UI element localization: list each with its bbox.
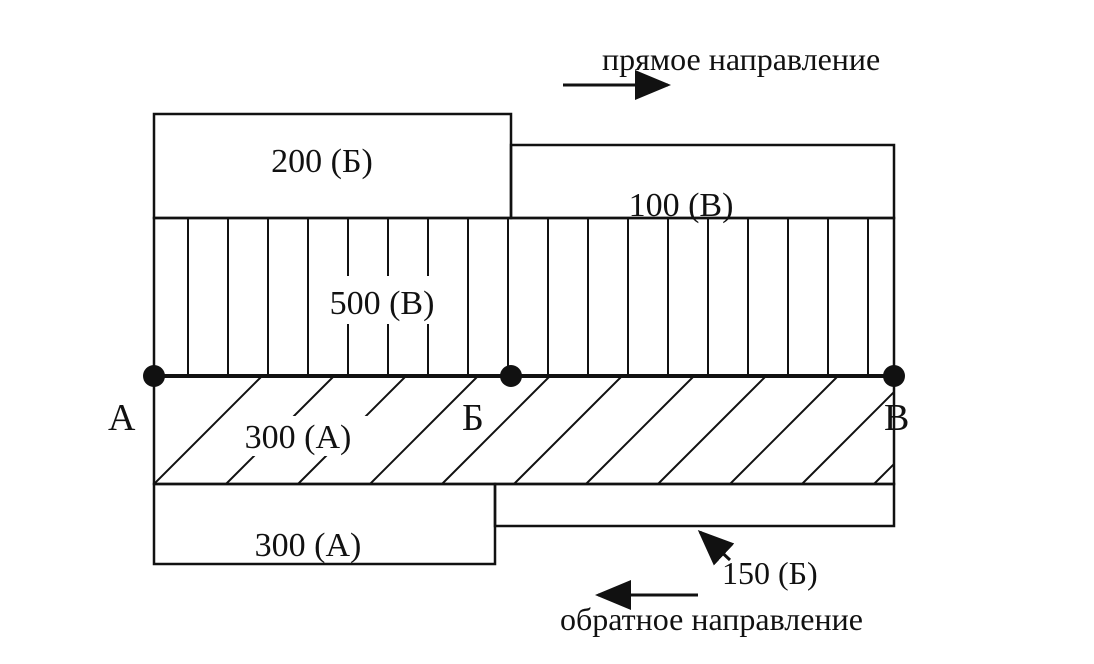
- flow-block-500-hatching: [187, 218, 869, 376]
- diagonal-hatch-line: [369, 376, 479, 484]
- diagonal-hatch-line: [801, 390, 894, 484]
- diagonal-hatch-line: [873, 462, 894, 484]
- diagonal-hatch-line: [585, 376, 695, 484]
- diagonal-hatch-line: [441, 376, 551, 484]
- station-b-label: Б: [462, 397, 484, 439]
- station-a-label: А: [108, 397, 136, 439]
- flow-300-label: 300 (А): [255, 527, 362, 564]
- forward-direction-label: прямое направление: [602, 41, 880, 77]
- flow-block-500: [152, 216, 896, 378]
- flow-300-hatched-label-bg: [232, 416, 368, 456]
- diagonal-hatch-line: [946, 376, 1054, 484]
- flow-300-hatched-label: 300 (А): [245, 419, 352, 456]
- flow-200-label: 200 (Б): [271, 143, 373, 180]
- station-b-point: [500, 365, 522, 387]
- diagonal-hatch-line: [154, 376, 263, 484]
- diagonal-hatch-line: [729, 376, 839, 484]
- station-c-label: В: [884, 397, 909, 439]
- flow-150-label: 150 (Б): [722, 555, 818, 591]
- diagonal-hatch-line: [1018, 376, 1094, 484]
- flow-500-label-bg: [312, 276, 452, 324]
- station-c-point: [883, 365, 905, 387]
- diagonal-hatch-line: [657, 376, 767, 484]
- flow-block-150: [493, 482, 896, 528]
- station-a-point: [143, 365, 165, 387]
- flow-500-label: 500 (В): [330, 285, 435, 322]
- flow-150-pointer-icon: [697, 529, 735, 566]
- reverse-direction-label: обратное направление: [560, 601, 863, 637]
- diagonal-hatch-line: [513, 376, 623, 484]
